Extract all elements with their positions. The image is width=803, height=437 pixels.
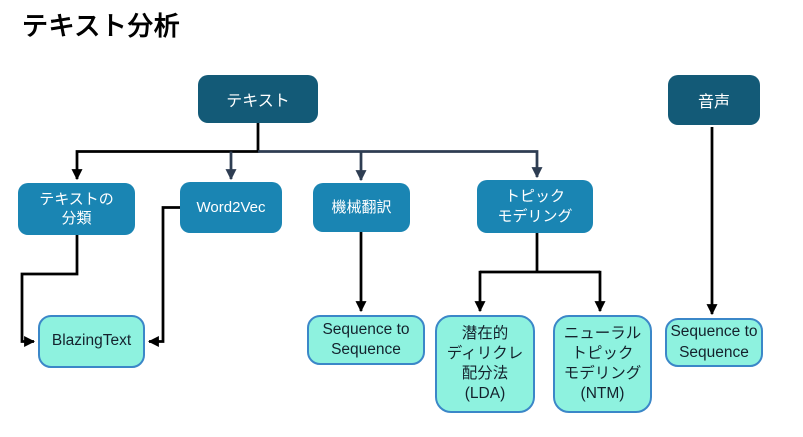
page-title: テキスト分析 <box>22 11 181 41</box>
node-lda: 潜在的 ディリクレ 配分法 (LDA) <box>435 315 535 413</box>
node-seq2seq-audio: Sequence to Sequence <box>665 318 763 367</box>
node-machine-translation: 機械翻訳 <box>313 183 410 232</box>
node-blazingtext: BlazingText <box>38 315 145 368</box>
edge-word2vec-to-blazingtext <box>147 206 181 347</box>
edge-text-trunk <box>258 150 543 179</box>
edge-text-to-classification <box>71 123 260 181</box>
node-word2vec: Word2Vec <box>180 182 282 233</box>
node-topic-modeling: トピック モデリング <box>477 180 593 233</box>
node-text-classification: テキストの 分類 <box>18 183 135 235</box>
edge-classification-to-blazingtext <box>20 235 79 347</box>
node-ntm: ニューラル トピック モデリング (NTM) <box>553 315 652 413</box>
node-seq2seq-text: Sequence to Sequence <box>307 315 425 365</box>
node-audio-root: 音声 <box>668 75 760 125</box>
node-text-root: テキスト <box>198 75 318 123</box>
